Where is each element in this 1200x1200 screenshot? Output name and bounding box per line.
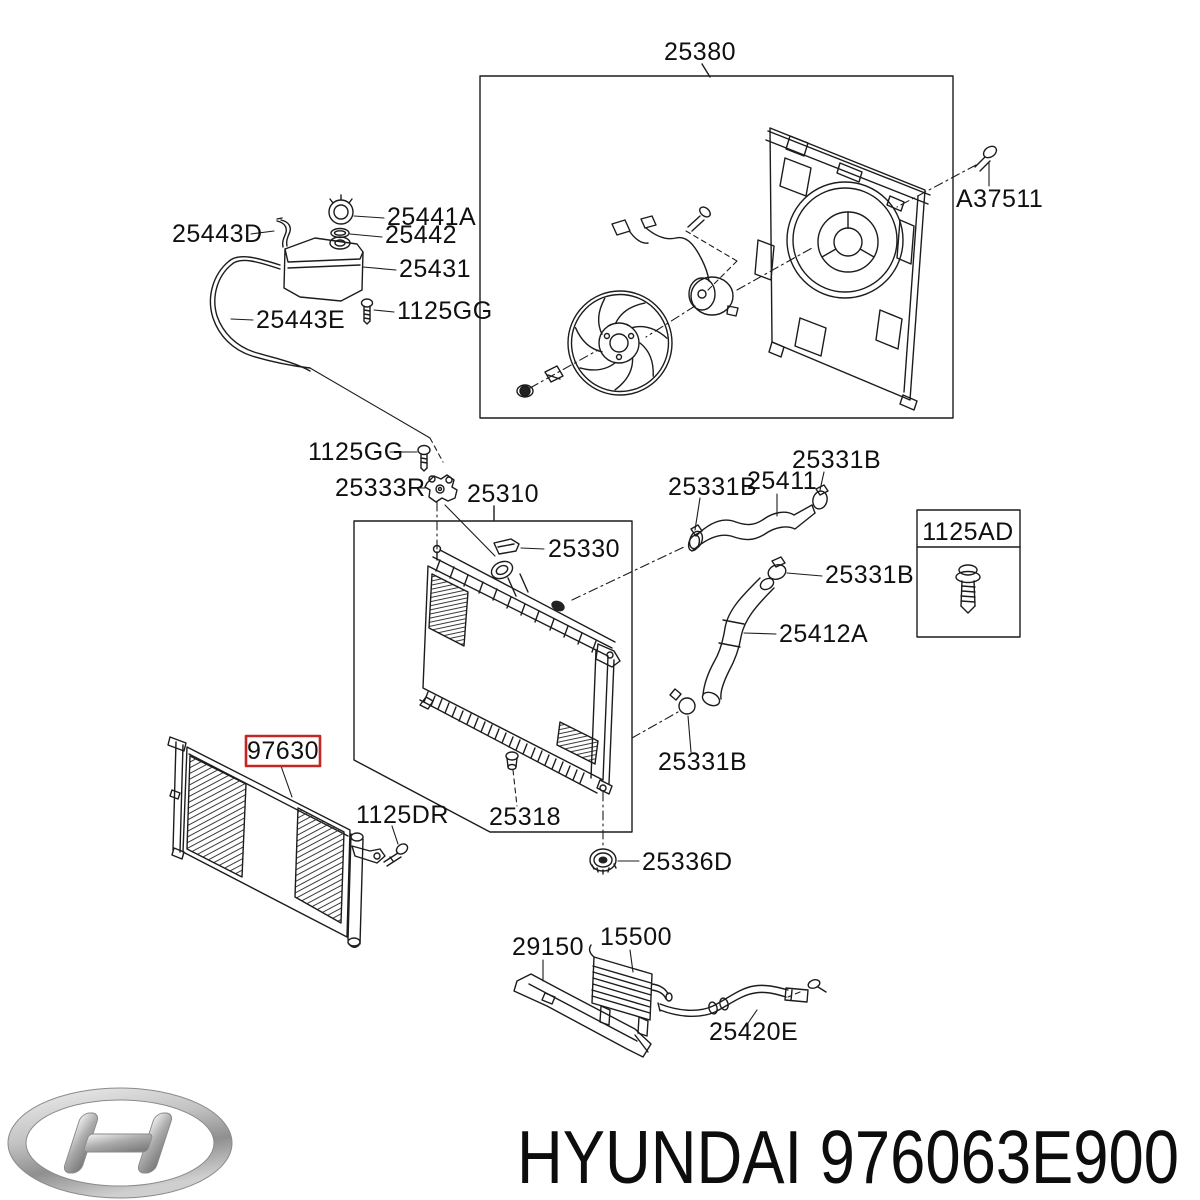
part-label-1125ad: 1125AD — [922, 518, 1014, 546]
part-label-97630-highlighted: 97630 — [247, 737, 319, 765]
footer: HYUNDAI 976063E900 — [7, 1087, 1179, 1199]
part-label-25331b-mid: 25331B — [825, 561, 914, 589]
part-label-1125gg-top: 1125GG — [397, 297, 493, 325]
part-label-25380: 25380 — [664, 38, 736, 66]
part-label-25442: 25442 — [385, 221, 457, 249]
fan-blade-drawing — [567, 290, 673, 396]
part-label-25441a: 25441A — [387, 203, 476, 231]
fan-shroud-drawing — [754, 127, 931, 411]
radiator-bracket-drawing — [417, 444, 458, 503]
part-label-25318: 25318 — [489, 803, 561, 831]
upper-hose-drawing — [687, 484, 829, 552]
part-label-25443d: 25443D — [172, 220, 263, 248]
oil-cooler-hose-drawing — [657, 979, 827, 1017]
grommet-drawing — [589, 848, 617, 875]
part-label-1125dr: 1125DR — [356, 801, 449, 829]
part-label-25431: 25431 — [399, 255, 471, 283]
reservoir-drawing — [209, 194, 374, 372]
shroud-bolt-drawing — [974, 145, 998, 187]
footer-part-number-text: HYUNDAI 976063E900 — [517, 1115, 1179, 1199]
air-guard-drawing — [513, 973, 652, 1058]
leader-lines — [230, 215, 825, 1027]
radiator-drawing — [419, 538, 621, 795]
highlighted-part-box — [244, 734, 322, 768]
part-label-1125gg-mid: 1125GG — [308, 438, 404, 466]
lower-hose-drawing — [669, 556, 787, 715]
condenser-drawing — [167, 736, 409, 948]
part-label-25331b-upper-right: 25331B — [792, 446, 881, 474]
mount-bolt-box — [916, 509, 1021, 638]
part-labels: 25380 A37511 25441A 25442 25443D 25431 1… — [172, 38, 1043, 1046]
fan-assembly-box — [479, 63, 954, 419]
hyundai-logo-h — [63, 1112, 173, 1174]
part-label-25412a: 25412A — [779, 620, 868, 648]
part-label-25420e: 25420E — [709, 1018, 798, 1046]
radiator-box — [353, 505, 633, 833]
part-label-25310: 25310 — [467, 480, 539, 508]
part-label-25330: 25330 — [548, 535, 620, 563]
part-label-29150: 29150 — [512, 933, 584, 961]
hyundai-logo — [7, 1087, 233, 1199]
part-label-25333r: 25333R — [335, 474, 426, 502]
part-label-25331b-bottom: 25331B — [658, 748, 747, 776]
part-label-15500: 15500 — [600, 923, 672, 951]
fan-motor-drawing — [516, 206, 739, 398]
part-label-25331b-upper-left: 25331B — [668, 473, 757, 501]
part-label-a37511: A37511 — [956, 185, 1043, 213]
part-label-25336d: 25336D — [642, 848, 733, 876]
part-label-25443e: 25443E — [256, 306, 345, 334]
part-label-25411: 25411 — [747, 467, 817, 495]
